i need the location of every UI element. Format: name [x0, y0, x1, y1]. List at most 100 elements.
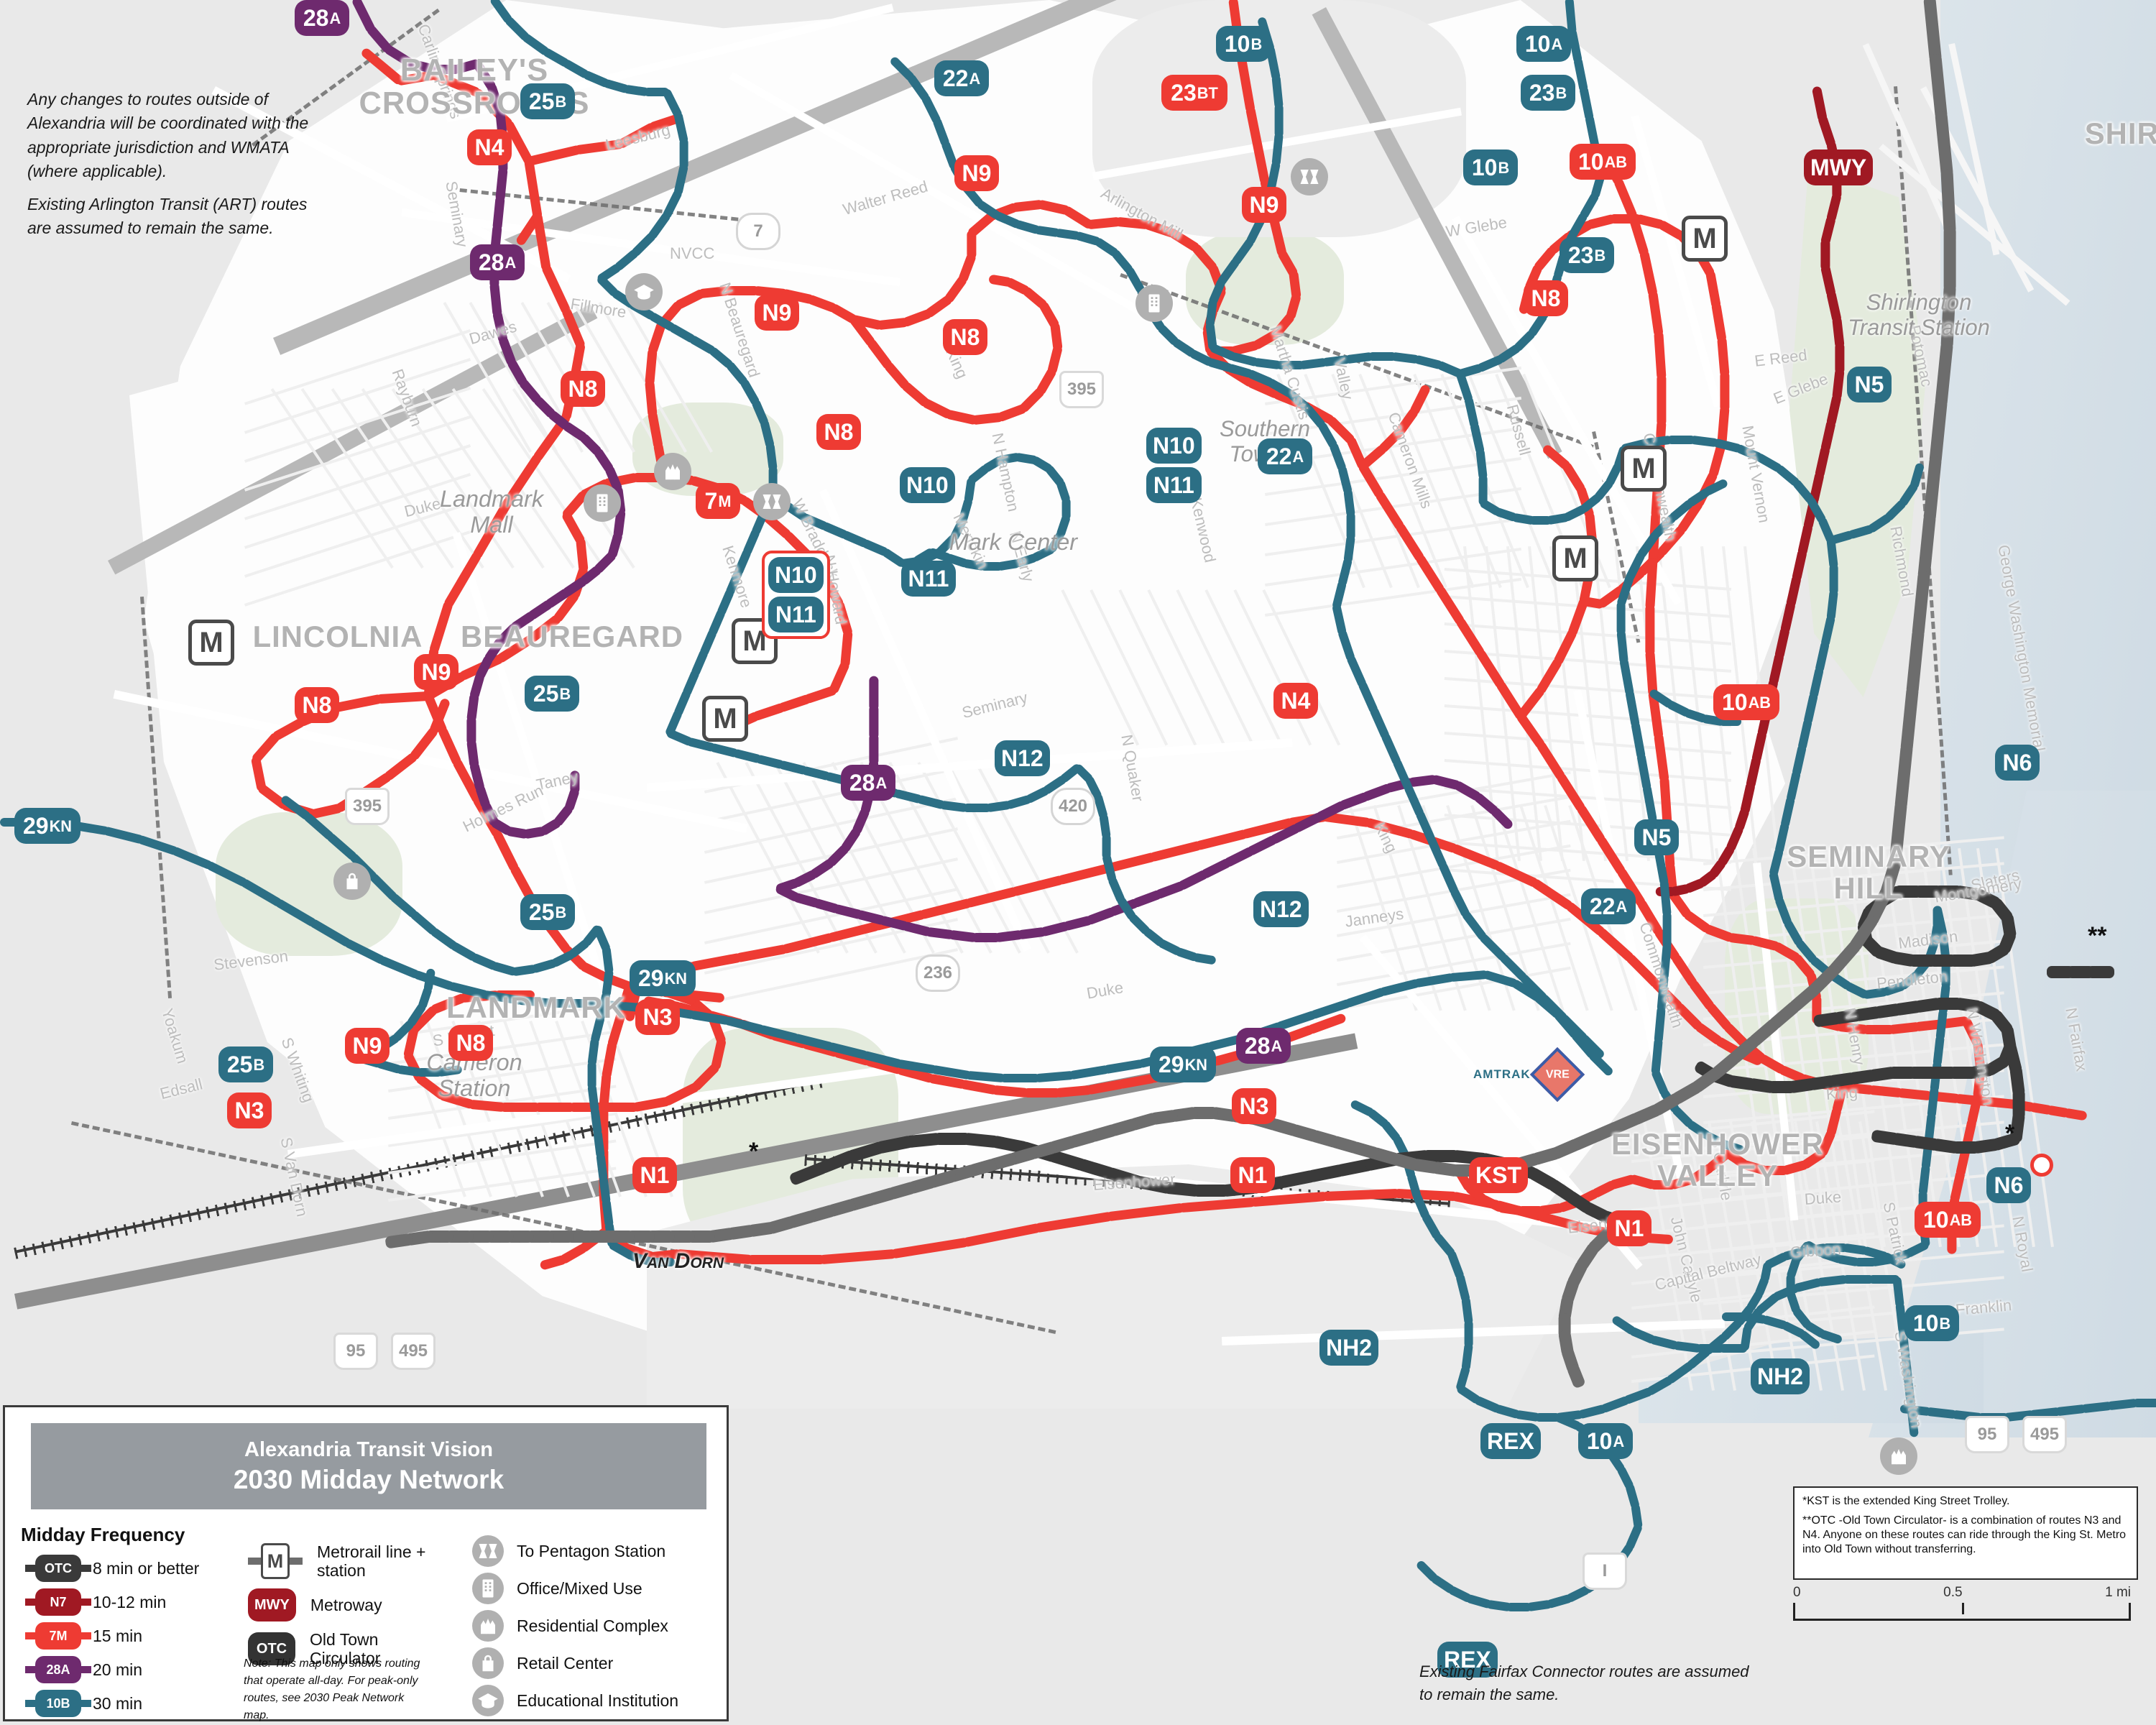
route-badge-n8[interactable]: N8 [1524, 280, 1568, 316]
route-badge-n10[interactable]: N10 [1146, 428, 1202, 464]
pentagon-station-icon [753, 483, 791, 520]
frequency-badge-n7: N7 [25, 1588, 91, 1616]
route-badge-n8[interactable]: N8 [448, 1025, 493, 1061]
route-badge-n1[interactable]: N1 [1230, 1157, 1275, 1193]
route-badge-n5[interactable]: N5 [1847, 367, 1892, 402]
footnote-box: *KST is the extended King Street Trolley… [1793, 1486, 2138, 1580]
pentagon-station-icon [1291, 158, 1328, 196]
route-badge-rex[interactable]: REX [1437, 1642, 1498, 1678]
route-line-10b-wglebe [1368, 352, 1397, 361]
route-line-25b-vd-loop [650, 1258, 676, 1266]
route-badge-nh2[interactable]: NH2 [1319, 1330, 1379, 1366]
metrorail-line-north [1912, 571, 1931, 637]
route-badge-n8[interactable]: N8 [561, 371, 605, 407]
route-badge-n1[interactable]: N1 [1607, 1210, 1651, 1246]
route-badge-n9[interactable]: N9 [755, 295, 799, 331]
neighborhood-label: LANDMARK [446, 990, 626, 1024]
street-label: Pendleton [1876, 967, 1949, 993]
route-badge-n11[interactable]: N11 [901, 561, 956, 597]
frequency-label: 10-12 min [93, 1592, 167, 1611]
amtrak-logo: AMTRAK [1473, 1067, 1531, 1081]
route-badge-n9[interactable]: N9 [345, 1028, 390, 1064]
route-badge-n3[interactable]: N3 [227, 1092, 272, 1128]
route-line-10ab [1645, 604, 1655, 656]
otc-footnote-marker: ** [2088, 922, 2107, 949]
route-line-madison-red [1863, 1024, 1894, 1034]
route-badge-n5[interactable]: N5 [1634, 819, 1679, 855]
route-badge-n3[interactable]: N3 [635, 999, 680, 1035]
route-badge-n3[interactable]: N3 [1232, 1088, 1276, 1124]
metrorail-station-icon[interactable]: M [1682, 216, 1728, 262]
route-shield: 95 [333, 1333, 378, 1370]
route-badge-n6[interactable]: N6 [1995, 745, 2040, 781]
route-badge-n12[interactable]: N12 [995, 740, 1050, 776]
legend-title-line1: Alexandria Transit Vision [244, 1438, 493, 1461]
note-jurisdiction: Any changes to routes outside of Alexand… [27, 90, 309, 181]
route-line-29kn [552, 999, 592, 1008]
route-badge-n11[interactable]: N11 [768, 597, 824, 632]
route-badge-n9[interactable]: N9 [954, 155, 999, 191]
route-badge-n4[interactable]: N4 [1273, 683, 1318, 719]
scale-bar-graphic [1793, 1603, 2131, 1621]
route-line-rex-s2 [1414, 1559, 1439, 1583]
metrorail-station-icon[interactable]: M [1552, 535, 1598, 581]
route-line-28a-n [431, 64, 460, 74]
residential-complex-icon [472, 1610, 504, 1642]
metrorail-station-icon[interactable]: M [1621, 446, 1667, 492]
route-shield: 7 [736, 213, 780, 250]
route-badge-n10[interactable]: N10 [768, 557, 824, 593]
route-badge-n8[interactable]: N8 [295, 687, 339, 723]
route-badge-nh2[interactable]: NH2 [1751, 1358, 1810, 1394]
route-badge-n12[interactable]: N12 [1253, 891, 1309, 927]
route-badge-n8[interactable]: N8 [816, 414, 861, 450]
route-badge-n4[interactable]: N4 [467, 129, 512, 165]
route-badge-rex[interactable]: REX [1480, 1423, 1541, 1459]
metrorail-station-icon[interactable]: M [702, 696, 748, 742]
metro-station-label: Van Dorn [632, 1249, 724, 1273]
route-badge-n9[interactable]: N9 [1242, 187, 1286, 223]
old-town-circulator-badge-icon: OTC [248, 1632, 295, 1666]
route-badge-n10[interactable]: N10 [900, 467, 955, 503]
route-badge-n1[interactable]: N1 [632, 1157, 677, 1193]
route-badge-n9[interactable]: N9 [414, 654, 459, 690]
route-badge-n8[interactable]: N8 [943, 319, 987, 355]
neighborhood-label: SHIRLINGTON [2084, 116, 2156, 150]
route-badge-mwy[interactable]: MWY [1804, 150, 1874, 185]
metrorail-station-icon[interactable]: M [188, 620, 234, 666]
legend-note: Note: This map only shows routing that o… [244, 1657, 420, 1721]
route-badge-n11[interactable]: N11 [1146, 467, 1202, 503]
route-badge-kst[interactable]: KST [1469, 1157, 1528, 1193]
metrorail-line-north [1917, 513, 1937, 579]
route-badge-n6[interactable]: N6 [1986, 1167, 2031, 1203]
neighborhood-label: BEAUREGARD [461, 620, 683, 653]
